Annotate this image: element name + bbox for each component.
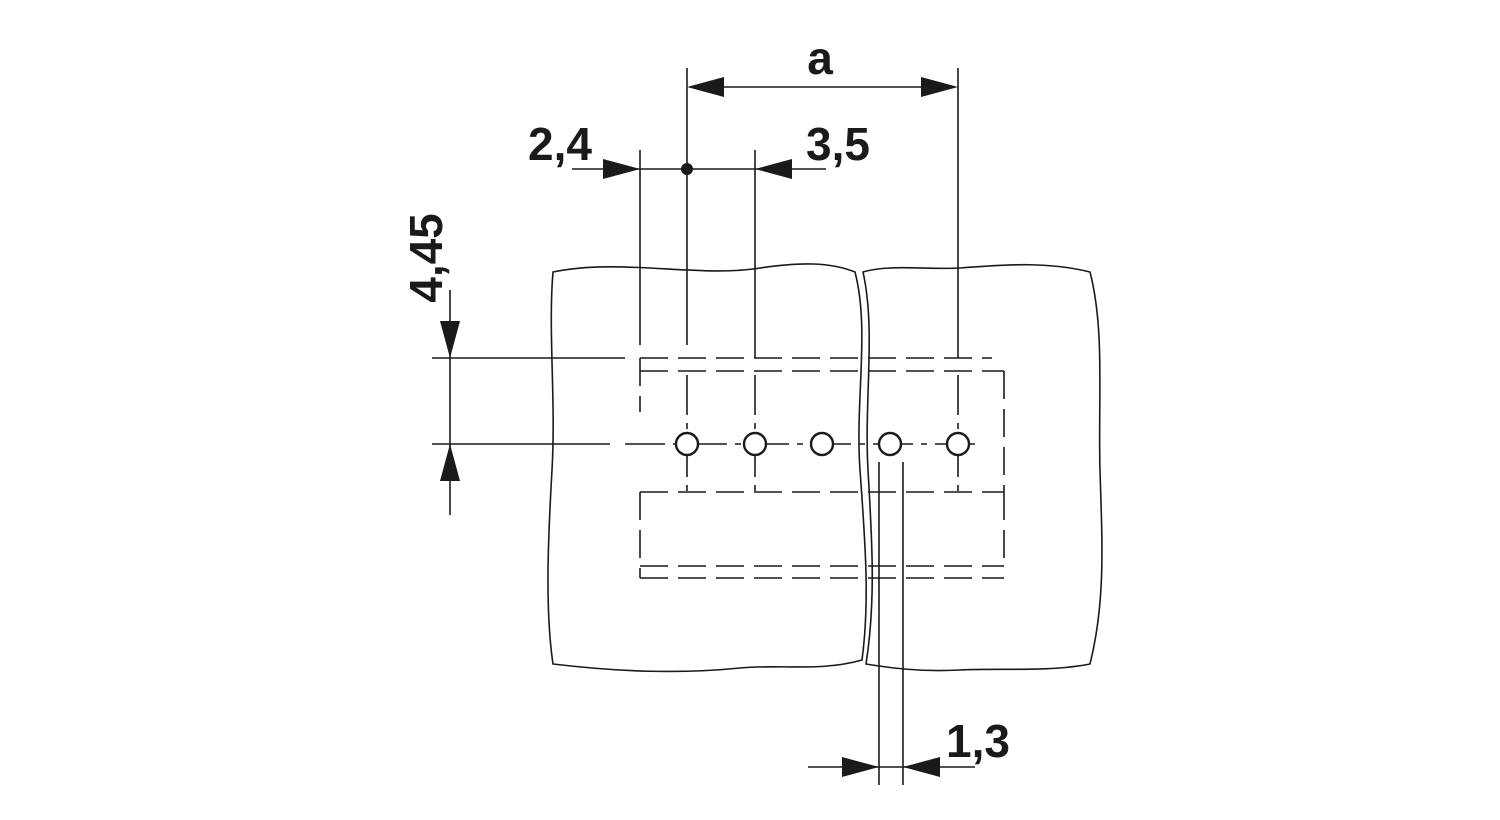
hole-3 (809, 431, 835, 457)
hole-4 (877, 431, 903, 457)
dimension-row-offset-label: 4,45 (400, 213, 452, 303)
dimension-a-label: a (807, 32, 833, 84)
pcb-board-right (862, 263, 1103, 672)
dimension-gap: 1,3 (808, 715, 1010, 777)
dimension-pin-offset: 2,4 3,5 (528, 118, 870, 179)
dimension-row-offset: 4,45 (400, 213, 460, 515)
pin-center-lines (686, 375, 959, 495)
hole-5 (945, 431, 971, 457)
dimension-pitch-label: 3,5 (806, 118, 870, 170)
dimension-gap-label: 1,3 (946, 715, 1010, 767)
component-outline (639, 357, 1005, 579)
pcb-board-left (547, 263, 867, 673)
dimension-a: a (687, 32, 958, 97)
solder-holes (674, 431, 971, 457)
hole-2 (742, 431, 768, 457)
dimension-pin-offset-label: 2,4 (528, 118, 592, 170)
extension-lines (432, 68, 959, 785)
hole-1 (674, 431, 700, 457)
